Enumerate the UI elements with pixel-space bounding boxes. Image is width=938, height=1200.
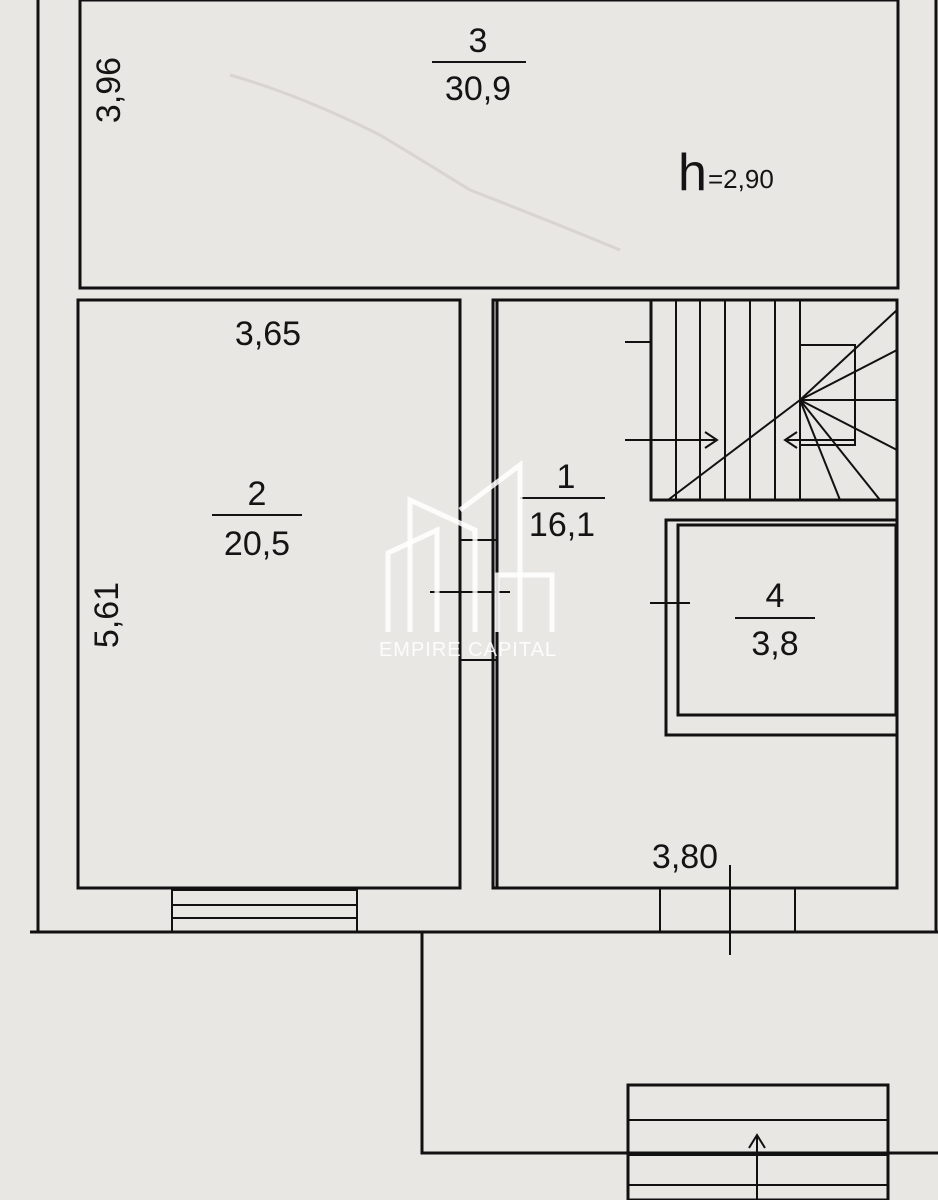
- watermark-logo: EMPIRE CAPITAL: [379, 460, 557, 661]
- room-1-label: 1 16,1: [520, 458, 605, 544]
- room-3-number: 3: [469, 22, 488, 60]
- room-3-label: 3 30,9: [432, 22, 526, 108]
- room-3-outline: [78, 0, 900, 290]
- room-1-area: 16,1: [529, 506, 595, 544]
- room-4-wall: [664, 518, 899, 737]
- room-2-outline: [76, 298, 462, 890]
- dimension-room-1-width: 3,80: [652, 838, 718, 876]
- room-4-number: 4: [766, 577, 785, 615]
- ceiling-height-value: =2,90: [708, 164, 774, 194]
- dimension-room-2-height: 5,61: [88, 582, 126, 648]
- room-2-label: 2 20,5: [212, 475, 302, 563]
- room-2-area: 20,5: [224, 525, 290, 563]
- room-4-label: 4 3,8: [735, 577, 815, 663]
- room-1-number: 1: [557, 458, 576, 496]
- room-4-area: 3,8: [751, 625, 798, 663]
- ceiling-height-label: h =2,90: [678, 144, 774, 202]
- window-room-2: [171, 889, 358, 933]
- dimension-room-3-height: 3,96: [90, 57, 128, 123]
- paper-crease: [229, 73, 621, 252]
- entrance-door: [659, 865, 796, 955]
- staircase: [625, 298, 899, 502]
- watermark-text: EMPIRE CAPITAL: [379, 639, 557, 661]
- dimension-room-2-width: 3,65: [235, 315, 301, 353]
- ceiling-height-symbol: h: [678, 144, 707, 202]
- room-2-number: 2: [248, 475, 267, 513]
- porch: [420, 932, 938, 1200]
- room-3-area: 30,9: [445, 70, 511, 108]
